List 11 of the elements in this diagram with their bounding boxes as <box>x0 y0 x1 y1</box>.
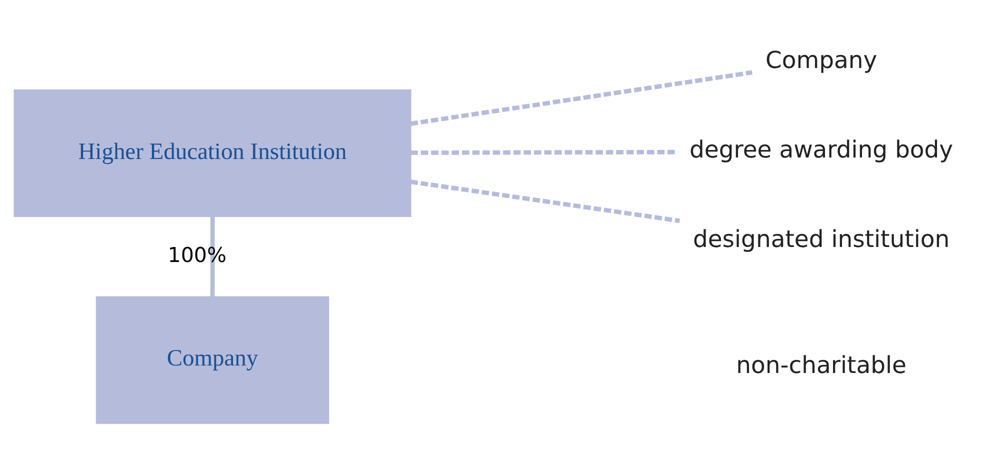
connector <box>210 216 215 297</box>
node-text: Company <box>765 46 878 74</box>
connector <box>410 150 676 155</box>
node-box: Company <box>96 296 330 424</box>
label: non-charitable <box>736 350 906 379</box>
edge-label: 100% <box>168 243 226 268</box>
node-text: degree awarding body <box>689 135 954 164</box>
connector <box>410 180 680 224</box>
connector <box>410 70 752 126</box>
node-box: Higher Education Institution <box>14 89 412 218</box>
node-text: designated institution <box>692 224 950 253</box>
